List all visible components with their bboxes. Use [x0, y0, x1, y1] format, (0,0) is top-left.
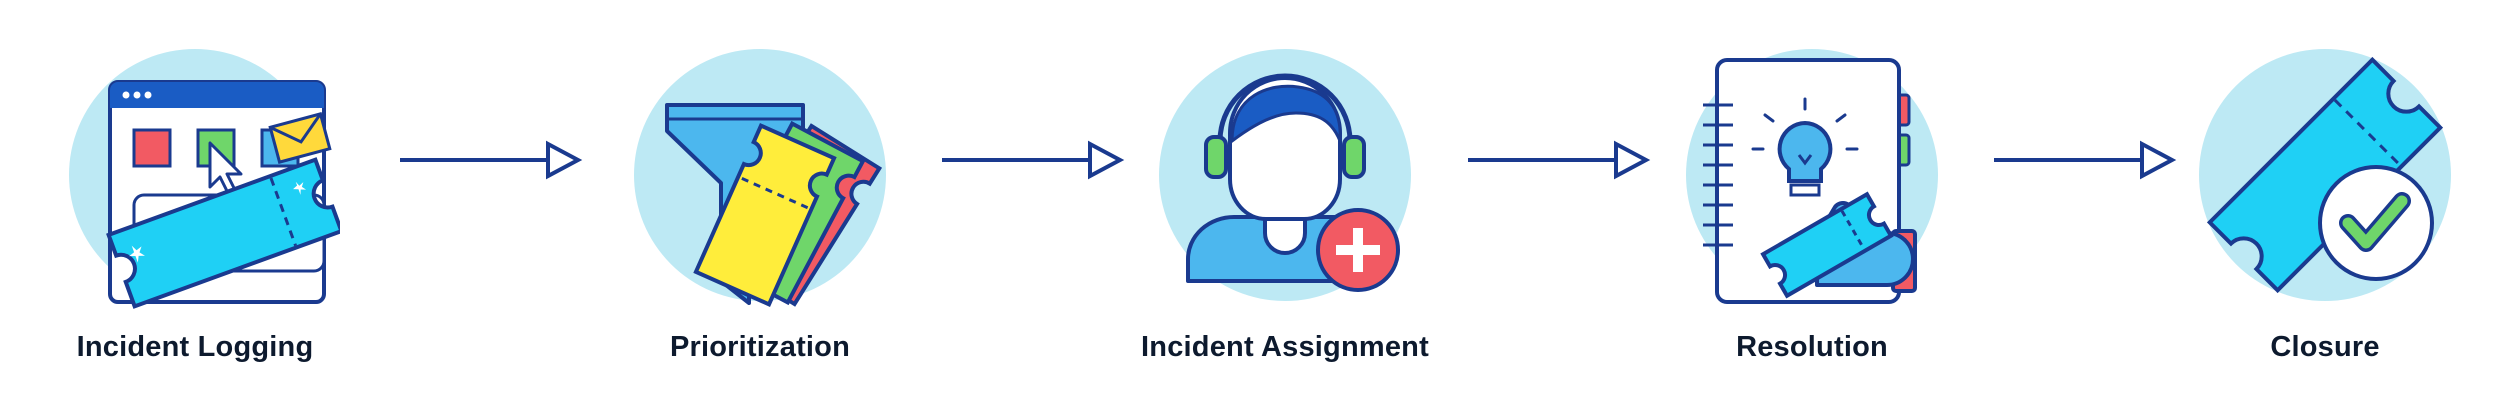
step-label: Closure — [2270, 331, 2380, 363]
arrow-right-icon — [942, 140, 1125, 180]
step-label: Incident Assignment — [1141, 331, 1429, 363]
step-incident-logging: Incident Logging — [25, 45, 365, 375]
step-label: Resolution — [1736, 331, 1888, 363]
step-resolution: Resolution — [1642, 45, 1982, 375]
browser-ticket-icon — [69, 49, 340, 309]
arrow-right-icon — [1468, 140, 1651, 180]
funnel-tickets-icon — [634, 49, 886, 307]
step-label: Incident Logging — [76, 331, 314, 363]
support-agent-plus-icon — [1159, 49, 1411, 301]
step-incident-assignment: Incident Assignment — [1115, 45, 1455, 375]
notebook-thumbs-up-icon — [1686, 49, 1938, 304]
arrow-right-icon — [1994, 140, 2177, 180]
step-label: Prioritization — [669, 331, 851, 363]
arrow-right-icon — [400, 140, 583, 180]
ticket-check-icon — [2199, 49, 2451, 301]
step-prioritization: Prioritization — [590, 45, 930, 375]
step-closure: Closure — [2155, 45, 2495, 375]
